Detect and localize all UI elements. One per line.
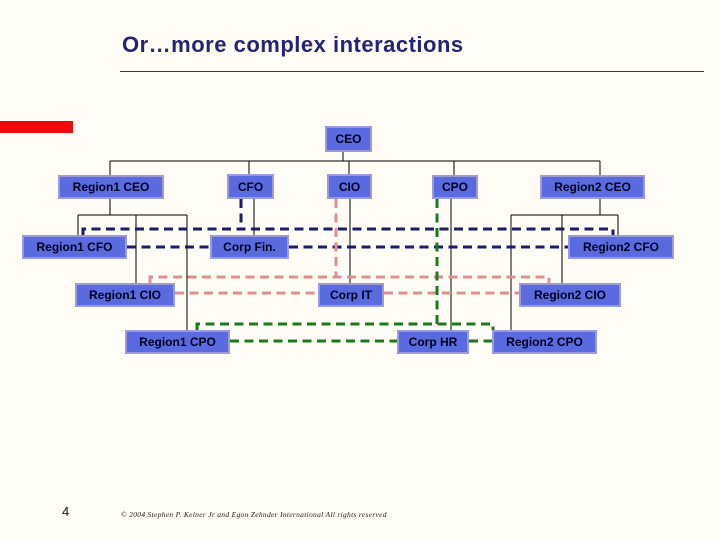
node-cio: CIO: [327, 174, 372, 199]
cfo-dashed-lines: [81, 199, 615, 249]
red-accent-bar: [0, 121, 73, 133]
node-cfo: CFO: [227, 174, 274, 199]
node-region1-ceo: Region1 CEO: [58, 175, 164, 199]
node-region2-cfo: Region2 CFO: [568, 235, 674, 259]
cpo-dashed-lines: [195, 199, 495, 343]
node-region2-ceo: Region2 CEO: [540, 175, 645, 199]
node-region2-cio: Region2 CIO: [519, 283, 621, 307]
node-region1-cfo: Region1 CFO: [22, 235, 127, 259]
node-region2-cpo: Region2 CPO: [492, 330, 597, 354]
node-ceo: CEO: [325, 126, 372, 152]
title-underline: [120, 71, 704, 72]
node-region1-cio: Region1 CIO: [75, 283, 175, 307]
node-corp-it: Corp IT: [318, 283, 384, 307]
node-corp-hr: Corp HR: [397, 330, 469, 354]
node-corp-fin: Corp Fin.: [210, 235, 289, 259]
node-region1-cpo: Region1 CPO: [125, 330, 230, 354]
node-cpo: CPO: [432, 175, 478, 199]
cio-dashed-lines: [148, 199, 551, 295]
page-number: 4: [62, 504, 70, 519]
slide-title: Or…more complex interactions: [122, 32, 464, 57]
copyright-text: © 2004 Stephen P. Kelner Jr and Egon Zeh…: [121, 510, 387, 519]
